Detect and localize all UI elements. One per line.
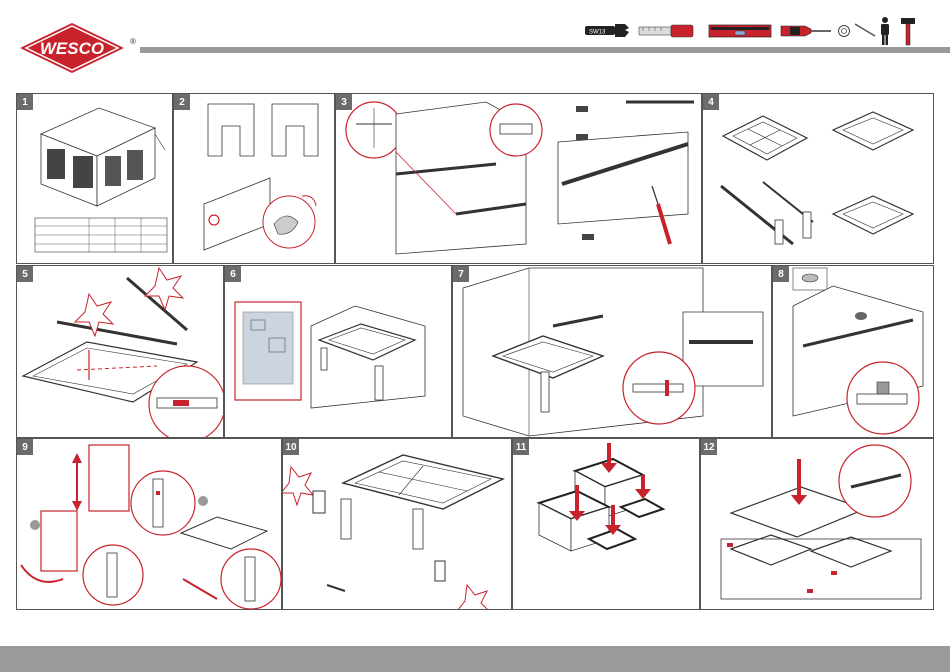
step-panel-12: 12 bbox=[700, 438, 934, 610]
height-adjust-illustration bbox=[17, 439, 282, 610]
frame-parts-illustration bbox=[703, 94, 934, 264]
tools-strip: SW13 bbox=[585, 16, 915, 46]
svg-text:®: ® bbox=[130, 37, 136, 46]
hammer-icon bbox=[901, 18, 915, 45]
frame-runner-illustration bbox=[17, 266, 224, 438]
step-panel-6: 6 bbox=[224, 265, 452, 438]
screwdriver-icon bbox=[781, 26, 831, 36]
step-panel-8: 8 bbox=[772, 265, 934, 438]
step-panel-4: 4 bbox=[702, 93, 934, 264]
runner-mounting-illustration bbox=[336, 94, 702, 264]
insert-bins-illustration bbox=[513, 439, 700, 610]
step-panel-10: 10 bbox=[282, 438, 512, 610]
spirit-level-icon bbox=[709, 25, 771, 37]
step-panel-9: 9 bbox=[16, 438, 282, 610]
step-panel-1: 1 bbox=[16, 93, 173, 264]
person-icon bbox=[881, 17, 889, 45]
knob-adjust-illustration bbox=[773, 266, 934, 438]
step-panel-3: 3 bbox=[335, 93, 702, 264]
side-panel-illustration bbox=[174, 94, 335, 264]
wrench-icon: SW13 bbox=[585, 24, 629, 37]
svg-text:WESCO: WESCO bbox=[40, 39, 104, 58]
step-panel-5: 5 bbox=[16, 265, 224, 438]
wesco-logo: WESCO ® bbox=[20, 22, 138, 74]
wrench-label: SW13 bbox=[589, 30, 606, 36]
step-panel-2: 2 bbox=[173, 93, 335, 264]
measuring-tape-icon bbox=[639, 25, 693, 37]
header-rule bbox=[140, 47, 950, 53]
step-panel-11: 11 bbox=[512, 438, 700, 610]
drill-bit-icon bbox=[855, 24, 875, 36]
cabinet-overview-illustration bbox=[17, 94, 173, 264]
footer-bar bbox=[0, 646, 950, 672]
frame-install-illustration bbox=[453, 266, 772, 438]
frame-template-illustration bbox=[225, 266, 452, 438]
step-panel-7: 7 bbox=[452, 265, 772, 438]
top-panel-illustration bbox=[701, 439, 934, 610]
nut-icon bbox=[839, 26, 850, 37]
frame-fixing-illustration bbox=[283, 439, 512, 610]
